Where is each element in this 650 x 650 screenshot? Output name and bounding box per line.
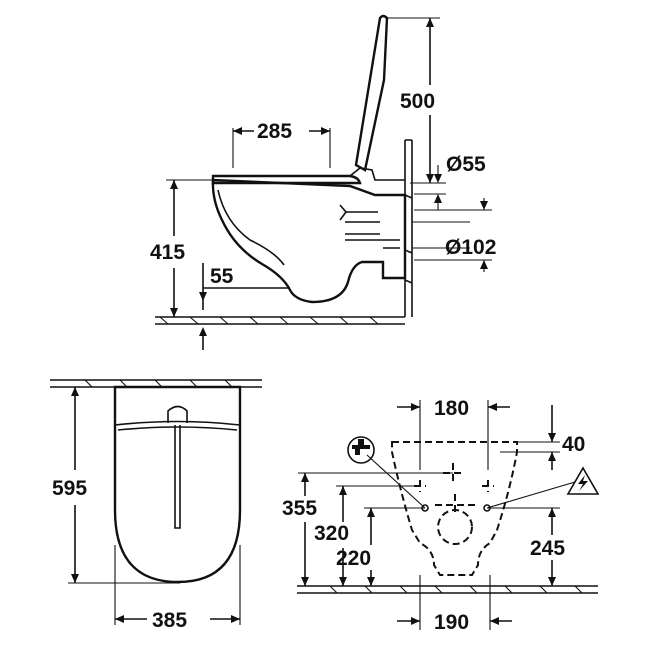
dim-285-label: 285	[257, 120, 292, 143]
dim-180-label: 180	[434, 397, 469, 420]
dim-d55-extension	[414, 165, 446, 210]
dim-320-label: 320	[314, 522, 349, 545]
dim-190-label: 190	[434, 611, 469, 634]
power-leader	[486, 481, 576, 509]
seat	[211, 174, 362, 185]
dim-220-label: 220	[336, 547, 371, 570]
dim-385-extension	[114, 545, 241, 625]
electrical-hazard-icon	[566, 466, 600, 495]
dim-d102-extension	[414, 198, 492, 272]
dim-180-extension	[419, 400, 489, 470]
dim-40-label: 40	[562, 433, 585, 456]
dim-d55-arrows	[434, 174, 442, 203]
dim-595-label: 595	[52, 477, 87, 500]
side-floor-line	[155, 316, 405, 325]
dim-245-arrows	[548, 508, 556, 586]
water-leader	[366, 454, 426, 509]
dim-d55-label: Ø55	[446, 153, 486, 176]
dim-55-label: 55	[210, 265, 234, 288]
dim-d102-leader	[412, 221, 470, 249]
dim-355-label: 355	[282, 497, 317, 520]
dim-220-arrows	[367, 508, 375, 586]
dim-55-arrows	[199, 292, 207, 336]
dim-500-label: 500	[400, 90, 435, 113]
flush-hole	[167, 405, 188, 423]
rear-floor	[297, 585, 598, 594]
toilet-top-seat-line	[114, 420, 241, 431]
side-view: 285 415 55 500 Ø55 Ø102	[150, 14, 496, 350]
hinge	[339, 167, 405, 221]
toilet-top-outline	[113, 385, 242, 584]
rear-view: 180 40 355 320 220 245 190	[282, 397, 600, 634]
dim-415-label: 415	[150, 241, 185, 264]
dim-40-arrows	[548, 433, 556, 461]
bowl-outline	[211, 178, 407, 304]
rear-outline-dashed	[391, 441, 518, 576]
dim-245-label: 245	[530, 537, 565, 560]
top-view: 595 385	[50, 379, 262, 632]
dim-d102-label: Ø102	[445, 236, 496, 259]
water-tap-icon	[347, 436, 375, 464]
lid	[354, 14, 389, 172]
center-slot	[174, 425, 181, 529]
dim-40-extension	[500, 441, 560, 453]
top-wall-hatch	[84, 379, 233, 388]
dim-385-label: 385	[152, 609, 187, 632]
fixing-point-3	[482, 480, 494, 492]
bowl-inner-line	[217, 189, 400, 266]
dim-285-extension	[232, 128, 331, 168]
outlet-circle	[437, 509, 473, 545]
side-floor-hatch	[159, 316, 379, 325]
rear-floor-hatch	[329, 585, 583, 594]
